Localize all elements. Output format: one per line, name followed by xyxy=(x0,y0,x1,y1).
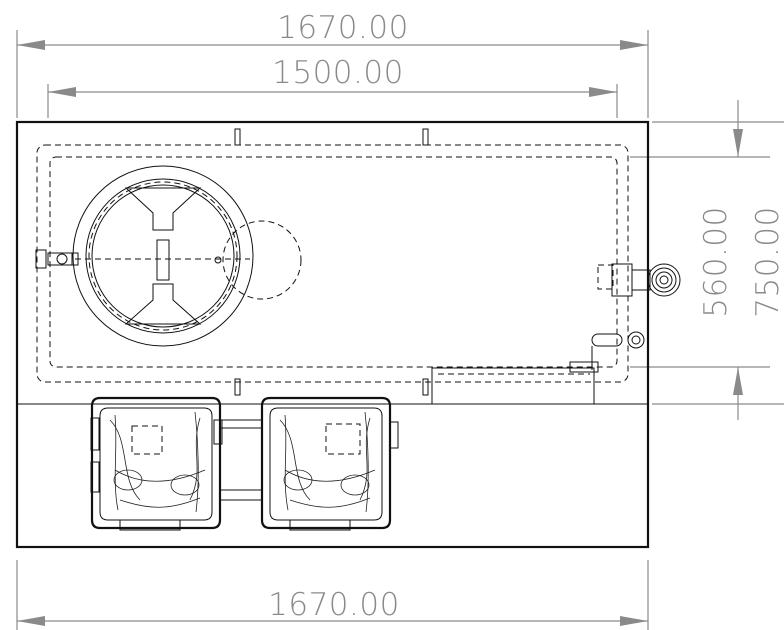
dimension-top-inner: 1500.00 xyxy=(47,55,618,118)
dimension-bottom-overall: 1670.00 xyxy=(16,560,649,630)
main-frame xyxy=(15,120,650,549)
connecting-pipe xyxy=(220,419,262,501)
dimension-right-overall-label: 750.00 xyxy=(750,206,784,317)
dimension-top-overall-label: 1670.00 xyxy=(277,10,409,46)
dimension-right-inner-label: 560.00 xyxy=(698,206,734,317)
dimension-top-overall: 1670.00 xyxy=(16,10,649,118)
dimension-bottom-overall-label: 1670.00 xyxy=(268,587,400,623)
pump-unit-left xyxy=(90,396,223,531)
dimension-top-inner-label: 1500.00 xyxy=(272,55,404,91)
access-lid xyxy=(35,165,302,347)
tank-outline xyxy=(36,128,629,405)
pump-unit-right xyxy=(260,396,399,531)
right-fittings xyxy=(569,263,681,373)
dimension-right-inner: 560.00 xyxy=(630,100,770,420)
dimension-right-overall: 750.00 xyxy=(652,121,784,405)
